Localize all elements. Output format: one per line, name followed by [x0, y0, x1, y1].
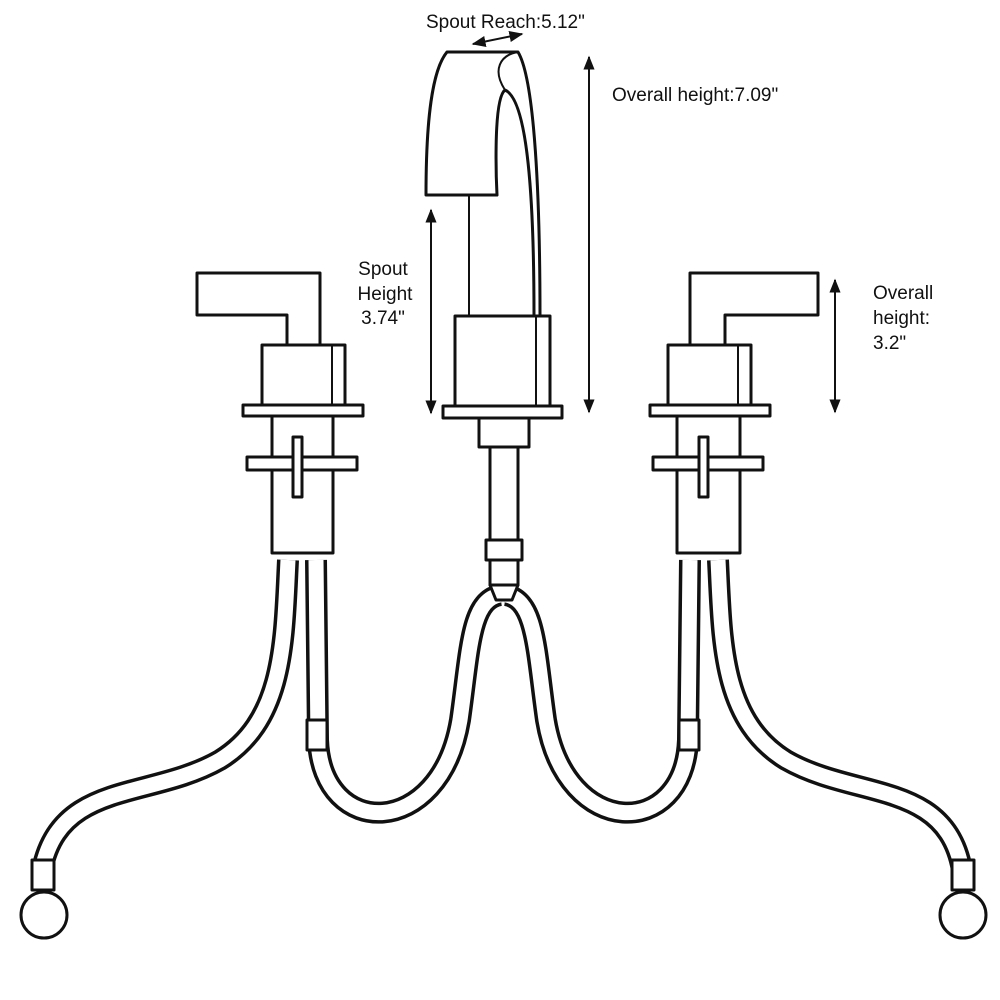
spout: [424, 50, 564, 602]
handle-height-label-line1: Overall: [873, 283, 933, 304]
left-shutoff-valve: [19, 858, 69, 940]
right-handle: [648, 271, 820, 555]
spout-height-label-line2: Height: [358, 284, 414, 305]
handle-height-label-line2: height:: [873, 308, 930, 329]
overall-height-label: Overall height:7.09": [612, 85, 778, 106]
spout-height-label-line1: Spout: [358, 259, 408, 280]
spout-reach-label: Spout Reach:5.12": [426, 12, 585, 33]
spout-height-label-line3: 3.74": [361, 308, 405, 329]
right-shutoff-valve: [938, 858, 988, 940]
handle-height-label-line3: 3.2": [873, 333, 906, 354]
supply-hoses: [31, 559, 973, 873]
left-handle: [195, 271, 365, 555]
spout-reach-arrow: [471, 31, 524, 47]
